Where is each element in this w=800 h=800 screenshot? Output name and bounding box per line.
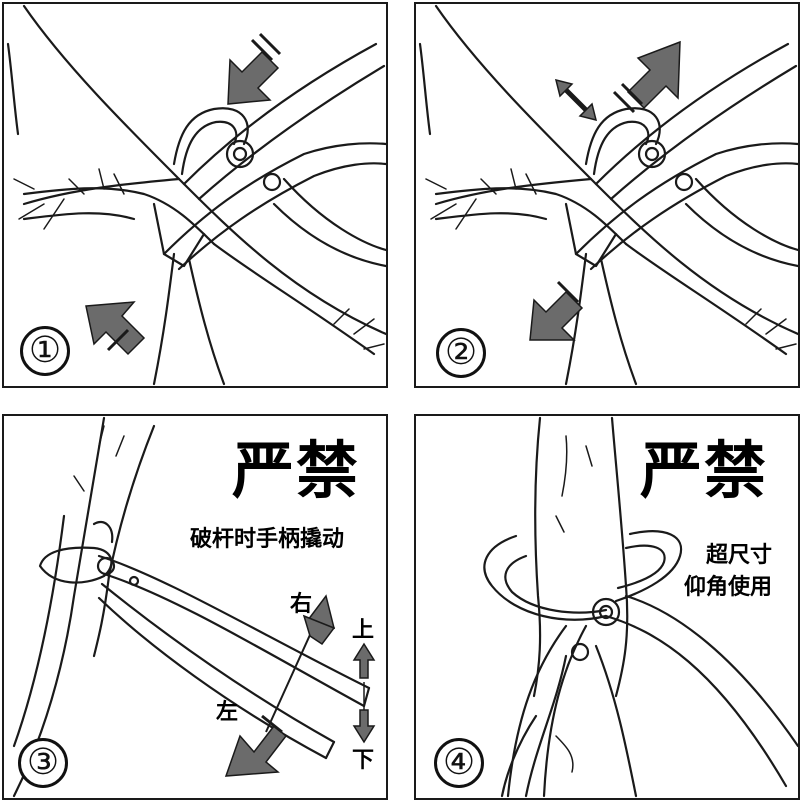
- branch-edge: [22, 187, 216, 246]
- tool-handle-lower: [162, 142, 386, 256]
- pivot-bolt: [225, 139, 255, 169]
- twist-left-right-arrow: [224, 594, 336, 777]
- double-headed-arrow: [554, 78, 598, 122]
- warning-line-2: 仰角使用: [684, 575, 773, 600]
- tool-handle-lower: [506, 624, 568, 798]
- push-up-arrow: [85, 301, 146, 356]
- label-down: 下: [352, 748, 375, 773]
- tool-handle-lower: [100, 582, 336, 744]
- push-down-arrow: [227, 32, 282, 105]
- trunk-edge: [532, 416, 542, 698]
- label-right: 右: [290, 592, 313, 617]
- pull-down-arrow: [529, 280, 584, 341]
- tool-handle-upper: [182, 42, 378, 186]
- step-2-illustration: [418, 4, 798, 386]
- warning-text: 破杆时手柄撬动: [190, 527, 345, 552]
- step-number-badge: ②: [436, 328, 486, 378]
- tool-handle-upper: [97, 554, 371, 690]
- step-number-badge: ④: [434, 738, 484, 788]
- step-4-illustration: [483, 416, 798, 798]
- tool-jaw: [483, 534, 608, 621]
- step-1-panel: ①: [2, 2, 388, 388]
- label-left: 左: [216, 700, 239, 725]
- step-number-badge: ③: [18, 738, 68, 788]
- warning-line-1: 超尺寸: [706, 543, 773, 568]
- pivot-bolt: [591, 597, 621, 627]
- pivot-bolt: [96, 556, 116, 576]
- pull-up-arrow: [612, 40, 681, 114]
- label-up: 上: [352, 618, 375, 643]
- warning-title: 严禁: [640, 434, 769, 507]
- step-4-panel: 严禁 超尺寸 仰角使用 ④: [414, 414, 800, 800]
- step-2-panel: ②: [414, 2, 800, 388]
- step-number-badge: ①: [20, 326, 70, 376]
- warning-title: 严禁: [232, 434, 361, 507]
- step-3-panel: 严禁 破杆时手柄撬动 右 上 左 下 ③: [2, 414, 388, 800]
- step-1-illustration: [6, 4, 386, 386]
- tool-handle-upper: [604, 614, 788, 788]
- trunk-edge: [12, 416, 106, 798]
- up-down-arrow: [352, 642, 376, 744]
- tool-jaw: [38, 546, 113, 584]
